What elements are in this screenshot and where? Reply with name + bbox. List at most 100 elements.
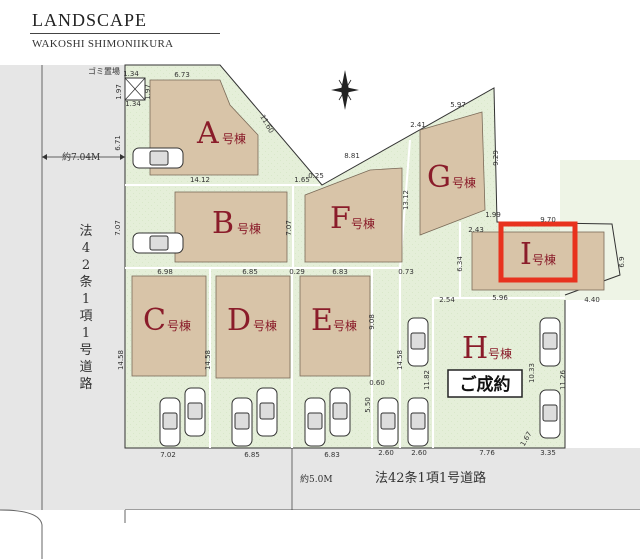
building-b <box>174 191 288 263</box>
dimension-label: 7.07 <box>285 220 293 236</box>
dimension-label: 4.40 <box>584 296 600 304</box>
west-road-label-char: 2 <box>82 258 90 273</box>
dimension-label: 1.34 <box>123 70 139 78</box>
brand-subtitle: WAKOSHI SHIMONIIKURA <box>32 38 174 50</box>
car-e2 <box>329 387 351 437</box>
dimension-label: 0.60 <box>369 379 385 387</box>
svg-text:F: F <box>330 201 351 236</box>
dimension-label: 9.70 <box>540 216 556 224</box>
svg-text:号棟: 号棟 <box>237 221 261 236</box>
west-road-label: 法42条1項1号道路 <box>79 224 92 392</box>
brand-title: LANDSCAPE <box>32 10 148 30</box>
west-road-label-char: 道 <box>79 360 92 375</box>
car-h2 <box>539 389 561 439</box>
dimension-label: 14.12 <box>190 176 210 184</box>
building-f <box>304 167 403 263</box>
dimension-label: 2.54 <box>439 296 455 304</box>
west-road-label-char: 号 <box>79 343 92 358</box>
dimension-label: 10.33 <box>528 363 536 383</box>
highlight-lot-i[interactable] <box>498 221 578 283</box>
dimension-label: 14.58 <box>204 350 212 370</box>
parking-cars <box>132 147 561 447</box>
car-c2 <box>184 387 206 437</box>
car-d1 <box>231 397 253 447</box>
sold-badge <box>447 369 523 398</box>
west-road <box>0 65 125 510</box>
car-g1 <box>407 397 429 447</box>
car-a <box>132 147 184 169</box>
north-compass-icon <box>331 70 359 110</box>
car-f2 <box>407 317 429 367</box>
svg-text:号棟: 号棟 <box>532 252 556 267</box>
west-road-label-char: 1 <box>82 292 90 307</box>
car-f1 <box>377 397 399 447</box>
dimension-label: 11.82 <box>423 370 431 390</box>
svg-text:B: B <box>212 206 234 241</box>
svg-text:I: I <box>520 237 532 272</box>
dimension-label: 6.85 <box>244 451 260 459</box>
building-e <box>299 275 371 377</box>
dimension-label: 11.26 <box>559 369 567 390</box>
svg-text:号棟: 号棟 <box>167 318 191 333</box>
south-road-width: 約5.0M <box>300 473 333 485</box>
dimension-label: 6.83 <box>324 451 340 459</box>
dimension-label: 9.08 <box>368 314 376 330</box>
dimension-label: 9.29 <box>492 150 500 166</box>
svg-text:号棟: 号棟 <box>488 346 512 361</box>
car-e1 <box>304 397 326 447</box>
sold-badge-text: ご成約 <box>460 374 511 395</box>
car-d2 <box>256 387 278 437</box>
building-d <box>215 275 291 379</box>
dimension-label: 6.83 <box>332 268 348 276</box>
building-c <box>131 275 207 377</box>
svg-text:E: E <box>311 303 333 338</box>
dimension-label: 14.58 <box>117 350 125 370</box>
building-g <box>419 111 486 236</box>
west-road-label-char: 項 <box>79 309 92 324</box>
west-road-label-char: 路 <box>79 376 92 392</box>
west-road-label-char: 1 <box>82 326 90 341</box>
dimension-label: 1.99 <box>485 211 501 219</box>
dimension-label: 5.50 <box>364 397 372 413</box>
dimension-label: 6.34 <box>456 256 464 272</box>
dimension-label: 5.96 <box>492 294 508 302</box>
west-road-label-char: 4 <box>82 241 90 256</box>
dimension-label: 6.73 <box>174 71 190 79</box>
dimension-label: 7.02 <box>160 451 176 459</box>
buildings <box>131 79 605 379</box>
dimension-label: 0.25 <box>308 172 324 180</box>
dimension-label: 6.9 <box>618 256 626 267</box>
dimension-label: 5.97 <box>450 101 466 109</box>
dimension-label: 2.60 <box>378 449 394 457</box>
dimension-label: 7.07 <box>114 220 122 236</box>
west-road-label-char: 法 <box>79 224 92 239</box>
dimension-label: 2.43 <box>468 226 484 234</box>
dimension-label: 3.35 <box>540 449 556 457</box>
svg-text:号棟: 号棟 <box>222 131 246 146</box>
svg-text:D: D <box>227 303 251 338</box>
south-road-label: 法42条1項1号道路 <box>375 470 486 486</box>
dimension-label: 7.76 <box>479 449 495 457</box>
dimension-label: 2.60 <box>411 449 427 457</box>
dimension-label: 0.73 <box>398 268 414 276</box>
dimension-label: 14.58 <box>396 350 404 370</box>
svg-text:号棟: 号棟 <box>351 216 375 231</box>
brand-divider <box>30 33 220 34</box>
dimension-label: 1.97 <box>115 84 123 100</box>
dimension-label: 1.97 <box>144 84 152 100</box>
svg-text:号棟: 号棟 <box>253 318 277 333</box>
dimension-label: 1.34 <box>125 100 141 108</box>
car-c1 <box>159 397 181 447</box>
svg-text:G: G <box>427 160 451 195</box>
dimension-label: 0.29 <box>289 268 305 276</box>
svg-text:号棟: 号棟 <box>452 175 476 190</box>
svg-text:号棟: 号棟 <box>333 318 357 333</box>
